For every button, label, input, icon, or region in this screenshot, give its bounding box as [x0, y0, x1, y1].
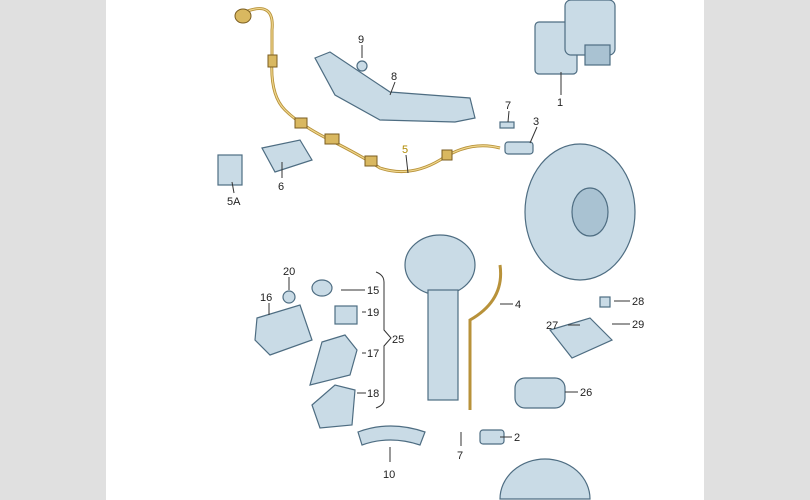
- label-7-bottom: 7: [457, 450, 463, 462]
- part-5-sensor-cable[interactable]: [234, 7, 501, 174]
- part-18-bracket[interactable]: [311, 384, 356, 429]
- label-8: 8: [391, 71, 397, 83]
- leader-lines: [231, 45, 630, 462]
- label-29: 29: [632, 319, 644, 331]
- label-6: 6: [278, 181, 284, 193]
- label-5: 5: [402, 144, 408, 156]
- label-18: 18: [367, 388, 379, 400]
- suspension-strut: [404, 234, 503, 410]
- part-19-clip[interactable]: [334, 305, 358, 325]
- label-28: 28: [632, 296, 644, 308]
- label-25: 25: [392, 334, 404, 346]
- part-8-bracket[interactable]: [314, 51, 476, 123]
- label-16: 16: [260, 292, 272, 304]
- label-5a: 5A: [227, 196, 241, 208]
- part-1-abs-unit[interactable]: [534, 0, 616, 75]
- part-26-cover[interactable]: [514, 377, 566, 409]
- part-5a-holder[interactable]: [217, 154, 243, 186]
- brake-disc-rear[interactable]: [499, 458, 591, 500]
- label-17: 17: [367, 348, 379, 360]
- label-19: 19: [367, 307, 379, 319]
- label-15: 15: [367, 285, 379, 297]
- part-16-holder[interactable]: [254, 304, 313, 356]
- label-20: 20: [283, 266, 295, 278]
- part-15-clip[interactable]: [311, 279, 333, 297]
- part-20-nut[interactable]: [282, 290, 296, 304]
- part-3-speed-sensor[interactable]: [504, 141, 534, 155]
- part-17-bracket[interactable]: [309, 334, 358, 386]
- label-7-top: 7: [505, 100, 511, 112]
- part-6-bracket[interactable]: [261, 139, 313, 173]
- label-2: 2: [514, 432, 520, 444]
- label-3: 3: [533, 116, 539, 128]
- part-10-clamp[interactable]: [357, 425, 426, 446]
- label-26: 26: [580, 387, 592, 399]
- brake-disc-front[interactable]: [524, 143, 636, 281]
- label-9: 9: [358, 34, 364, 46]
- label-10: 10: [383, 469, 395, 481]
- part-9-nut[interactable]: [356, 60, 368, 72]
- label-1: 1: [557, 97, 563, 109]
- part-28-nut[interactable]: [599, 296, 611, 308]
- label-27: 27: [546, 320, 558, 332]
- part-27-control-unit[interactable]: [548, 317, 614, 359]
- part-7-bolt[interactable]: [499, 121, 515, 129]
- label-4: 4: [515, 299, 521, 311]
